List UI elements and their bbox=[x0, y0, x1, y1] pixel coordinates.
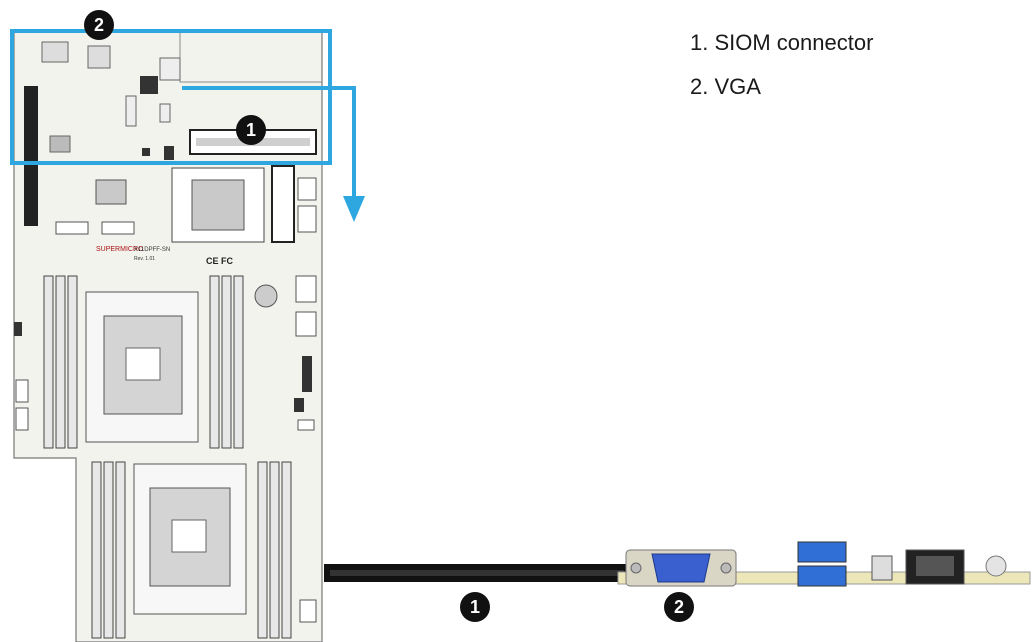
usb-port-bottom bbox=[797, 565, 847, 587]
dimm-group-upper-left bbox=[43, 275, 78, 449]
vga-screw-right bbox=[720, 562, 732, 574]
callout-2-board: 2 bbox=[84, 10, 114, 40]
board-certs: CE FC bbox=[206, 256, 233, 266]
cmos-battery bbox=[254, 284, 278, 308]
cpu2-heatspreader bbox=[171, 519, 207, 553]
jumper-a bbox=[142, 148, 150, 156]
fan-header-left-c bbox=[14, 322, 22, 336]
highlight-arrow-line bbox=[182, 86, 356, 200]
legend-item-vga: 2. VGA bbox=[690, 74, 761, 99]
legend: 1. SIOM connector 2. VGA bbox=[690, 30, 873, 118]
callout-2-rear: 2 bbox=[664, 592, 694, 622]
callout-1-board: 1 bbox=[236, 115, 266, 145]
right-port-a bbox=[295, 275, 317, 303]
vga-screw-left bbox=[630, 562, 642, 574]
right-header-b bbox=[297, 205, 317, 233]
lan-port-inner bbox=[916, 556, 954, 576]
dimm-group-lower-right bbox=[257, 461, 292, 639]
left-vertical-slot bbox=[24, 86, 38, 226]
jumper-b bbox=[164, 146, 174, 160]
left-chip bbox=[49, 135, 71, 153]
board-notch bbox=[179, 32, 322, 83]
uid-button bbox=[871, 555, 893, 581]
right-chip-b bbox=[294, 398, 304, 412]
dimm-group-lower-left bbox=[91, 461, 126, 639]
vga-port bbox=[651, 553, 711, 583]
top-connector-mid bbox=[87, 45, 111, 69]
board-rev: Rev. 1.01 bbox=[134, 256, 156, 262]
top-connector-right bbox=[159, 57, 181, 81]
legend-item-siom: 1. SIOM connector bbox=[690, 30, 874, 55]
siom-connector-rear-inner bbox=[330, 570, 624, 576]
right-chip-a bbox=[302, 356, 312, 392]
bottom-right-header bbox=[299, 599, 317, 623]
pch-chip bbox=[191, 179, 245, 231]
small-chip-left bbox=[95, 179, 127, 205]
vertical-pcie-slot bbox=[271, 165, 295, 243]
fan-header-left-a bbox=[15, 379, 29, 403]
dimm-group-upper-right bbox=[209, 275, 244, 449]
board-model: X11DPFF-SN bbox=[134, 247, 171, 253]
battery-connector bbox=[140, 76, 158, 94]
small-chip bbox=[159, 103, 171, 123]
usb-port-top bbox=[797, 541, 847, 563]
top-connector-left bbox=[41, 41, 69, 63]
right-chip-c bbox=[297, 419, 315, 431]
callout-1-rear: 1 bbox=[460, 592, 490, 622]
right-port-b bbox=[295, 311, 317, 337]
header-vertical bbox=[125, 95, 137, 127]
rear-led bbox=[985, 555, 1007, 577]
fan-header-left-b bbox=[15, 407, 29, 431]
sata-port-b bbox=[101, 221, 135, 235]
highlight-arrow-head bbox=[343, 196, 365, 222]
highlight-box bbox=[10, 29, 332, 165]
sata-port-a bbox=[55, 221, 89, 235]
cpu1-heatspreader bbox=[125, 347, 161, 381]
right-header-a bbox=[297, 177, 317, 201]
board-brand: SUPERMICRO bbox=[96, 246, 144, 253]
